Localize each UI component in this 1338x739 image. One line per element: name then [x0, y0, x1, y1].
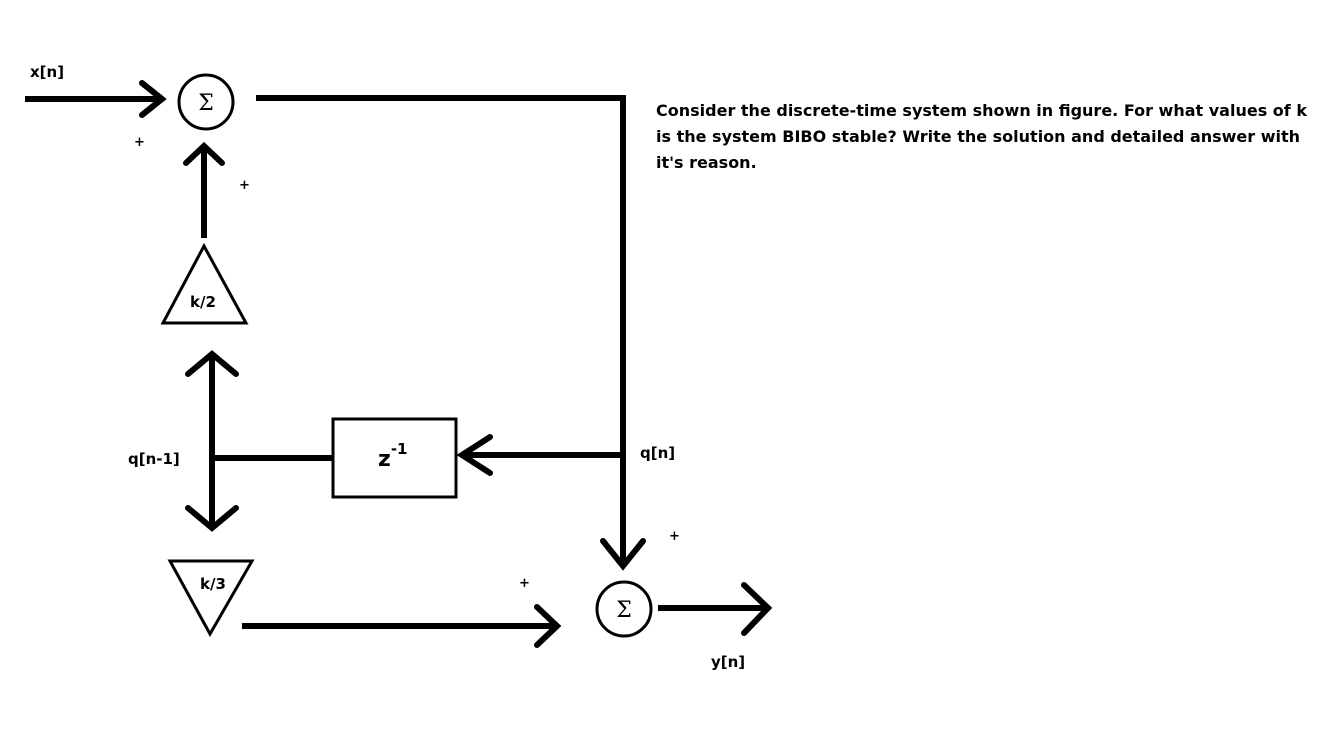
gain-bottom-triangle	[167, 559, 255, 638]
bottom-summing-junction	[595, 580, 653, 638]
delayed-state-label: q[n-1]	[128, 450, 180, 468]
input-arrowhead	[139, 80, 167, 118]
top-summing-junction	[177, 73, 235, 131]
gain-top-triangle	[160, 242, 249, 325]
output-arrowhead	[741, 582, 773, 636]
bus-down-arrowhead	[185, 505, 239, 532]
delay-base: z	[378, 447, 391, 472]
delay-input-arrowhead	[456, 434, 493, 476]
delay-label: z-1	[378, 440, 407, 472]
top-sum-symbol: Σ	[198, 91, 214, 116]
bottom-sum-symbol: Σ	[616, 598, 632, 623]
plus-sign-feedforward: +	[519, 576, 530, 591]
state-arrowhead	[600, 538, 646, 571]
state-label: q[n]	[640, 444, 675, 462]
feedback-arrowhead	[183, 141, 225, 166]
delay-block	[331, 417, 458, 499]
gain-top-label: k/2	[190, 293, 216, 311]
gain-bottom-label: k/3	[200, 575, 226, 593]
plus-sign-state: +	[669, 529, 680, 544]
state-wire	[256, 95, 626, 566]
feedforward-arrowhead	[534, 604, 562, 648]
delay-exponent: -1	[391, 440, 408, 458]
output-label: y[n]	[711, 653, 745, 671]
question-text: Consider the discrete-time system shown …	[656, 101, 1307, 172]
input-label: x[n]	[30, 63, 64, 81]
bus-up-arrowhead	[185, 350, 239, 377]
plus-sign-input: +	[134, 135, 145, 150]
plus-sign-feedback: +	[239, 178, 250, 193]
